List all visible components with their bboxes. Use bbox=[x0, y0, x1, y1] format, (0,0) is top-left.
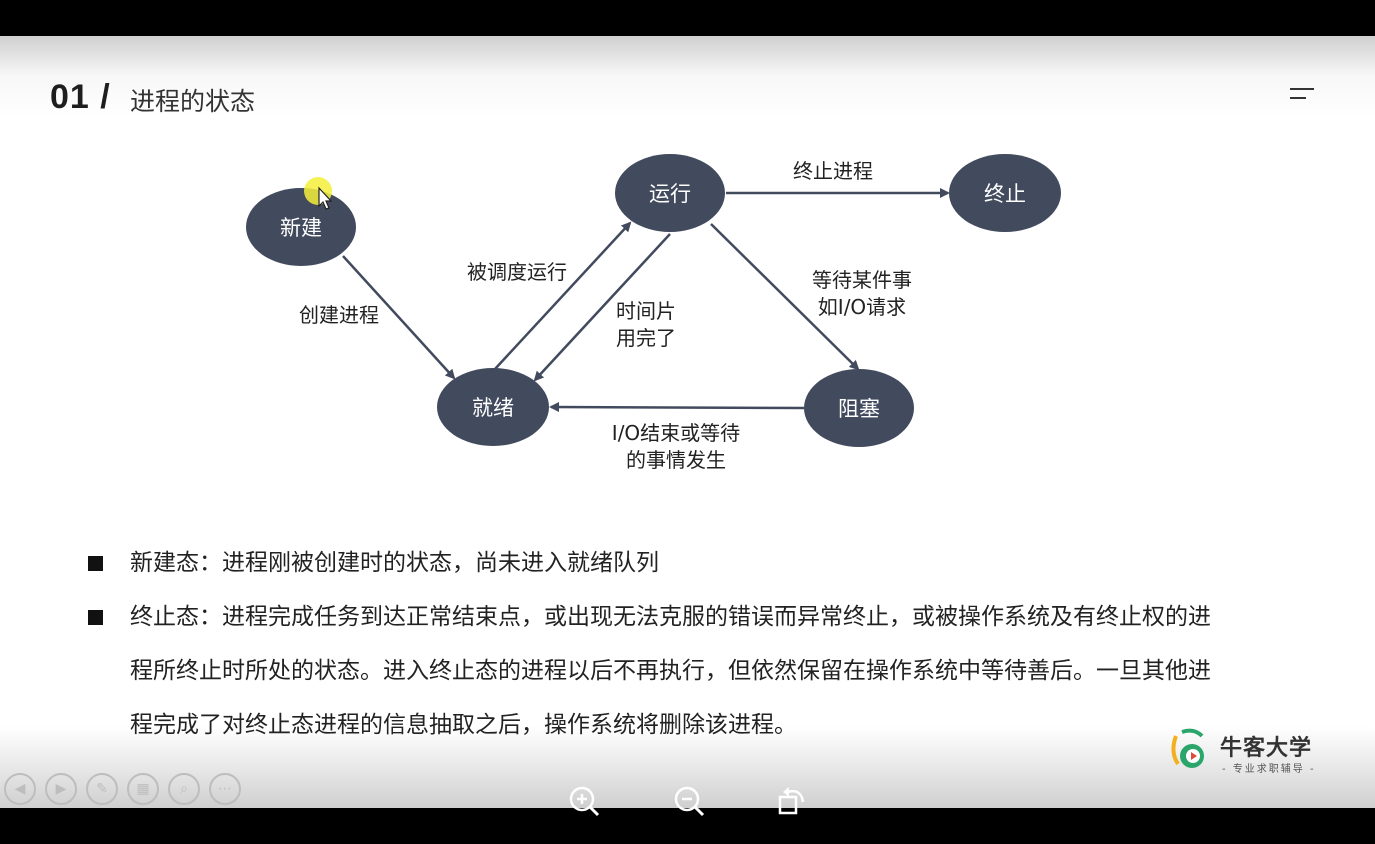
label-terminate: 终止进程 bbox=[793, 159, 873, 183]
viewer-top-bar bbox=[0, 0, 1375, 36]
label-wait-1: 等待某件事 bbox=[812, 268, 912, 292]
label-schedule: 被调度运行 bbox=[467, 260, 567, 284]
edge-schedule bbox=[494, 221, 632, 370]
section-number: 01 / bbox=[50, 78, 111, 116]
label-io-done-2: 的事情发生 bbox=[626, 448, 726, 472]
pen-icon[interactable]: ✎ bbox=[86, 773, 118, 805]
rotate-icon[interactable] bbox=[775, 784, 809, 818]
node-terminated: 终止 bbox=[949, 154, 1061, 232]
label-io-done-1: I/O结束或等待 bbox=[612, 421, 740, 445]
edge-wait bbox=[710, 223, 860, 371]
label-timeslice-2: 用完了 bbox=[616, 326, 676, 350]
logo-tagline: - 专业求职辅导 - bbox=[1222, 764, 1316, 775]
logo-name: 牛客大学 bbox=[1220, 736, 1313, 761]
bullet-item: 终止态：进程完成任务到达正常结束点，或出现无法克服的错误而异常终止，或被操作系统… bbox=[86, 590, 1266, 752]
zoom-icon[interactable]: ⌕ bbox=[168, 773, 200, 805]
label-timeslice-1: 时间片 bbox=[616, 299, 676, 323]
section-title: 进程的状态 bbox=[130, 87, 256, 116]
menu-icon[interactable] bbox=[1290, 88, 1316, 102]
label-create: 创建进程 bbox=[299, 303, 379, 327]
zoom-in-icon[interactable] bbox=[567, 784, 601, 818]
next-icon[interactable]: ▶ bbox=[45, 773, 77, 805]
viewer-bottom-bar bbox=[0, 808, 1375, 844]
svg-text:新建: 新建 bbox=[280, 216, 322, 240]
slides-icon[interactable]: ▦ bbox=[127, 773, 159, 805]
svg-text:终止: 终止 bbox=[984, 182, 1026, 206]
prev-icon[interactable]: ◀ bbox=[4, 773, 36, 805]
node-running: 运行 bbox=[615, 154, 725, 232]
edge-create bbox=[342, 255, 456, 380]
zoom-out-icon[interactable] bbox=[672, 784, 706, 818]
svg-text:运行: 运行 bbox=[649, 182, 691, 206]
logo-mark-icon bbox=[1171, 728, 1204, 768]
mouse-cursor-icon bbox=[304, 177, 333, 210]
svg-text:阻塞: 阻塞 bbox=[838, 397, 880, 421]
label-wait-2: 如I/O请求 bbox=[818, 295, 906, 319]
edge-timeslice bbox=[533, 233, 671, 382]
bullet-item: 新建态：进程刚被创建时的状态，尚未进入就绪队列 bbox=[86, 536, 1266, 590]
bullet-square-icon bbox=[88, 610, 103, 625]
bullet-list: 新建态：进程刚被创建时的状态，尚未进入就绪队列 终止态：进程完成任务到达正常结束… bbox=[86, 536, 1266, 752]
node-new: 新建 bbox=[246, 188, 356, 266]
more-icon[interactable]: ⋯ bbox=[209, 773, 241, 805]
process-state-diagram: 新建 就绪 运行 阻塞 终止 创建进程 被调度运行 时间片 用完了 终止进程 等… bbox=[246, 154, 1061, 472]
bullet-square-icon bbox=[88, 556, 103, 571]
edge-io-done bbox=[549, 402, 805, 413]
niuke-logo: 牛客大学 - 专业求职辅导 - bbox=[1168, 728, 1338, 778]
node-blocked: 阻塞 bbox=[804, 369, 914, 447]
slide: 01 / 进程的状态 新建 就绪 运行 bbox=[0, 36, 1375, 808]
node-ready: 就绪 bbox=[437, 368, 549, 446]
svg-text:就绪: 就绪 bbox=[472, 396, 514, 420]
